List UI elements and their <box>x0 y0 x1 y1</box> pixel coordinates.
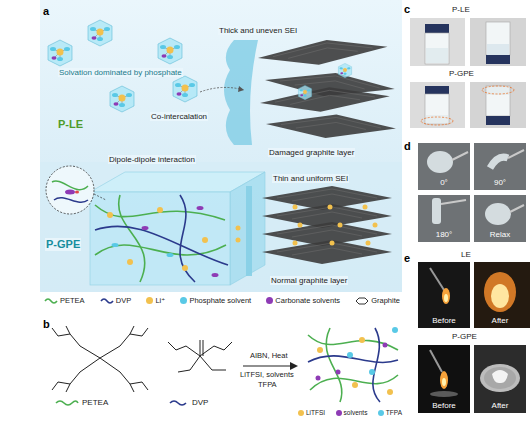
annotation-text: DVP <box>192 398 208 407</box>
legend-sample <box>100 297 114 305</box>
legend-text: Phosphate solvent <box>189 296 251 305</box>
annotation-text: AIBN, Heat <box>250 352 288 361</box>
legend-item: solvents <box>336 409 368 416</box>
photo-caption: 90° <box>474 179 526 188</box>
legend-text: solvents <box>344 409 368 416</box>
panel-label: c <box>404 3 410 16</box>
panel-label: e <box>404 252 410 265</box>
panel-label: d <box>404 140 411 153</box>
legend-text: TFPA <box>386 409 402 416</box>
panel-label: a <box>43 5 49 18</box>
legend-text: LiTFSI <box>306 409 325 416</box>
legend-item: TFPA <box>378 409 402 416</box>
annotation-text: Damaged graphite layer <box>268 148 355 157</box>
legend-item: Carbonate solvents <box>266 296 340 305</box>
annotation-text: P-GPE <box>449 69 474 78</box>
legend-sample <box>355 297 369 305</box>
annotation-text: Dipole-dipole interaction <box>108 155 196 164</box>
legend-text: DVP <box>116 296 131 305</box>
annotation-text: TFPA <box>258 381 277 390</box>
annotation-text: P-GPE <box>452 332 477 341</box>
photo-panel: After <box>474 262 526 328</box>
legend-text: Li⁺ <box>155 296 165 305</box>
annotation-text: Solvation dominated by phosphate <box>58 68 183 77</box>
legend-swatch <box>378 410 384 416</box>
photo-caption: After <box>474 317 526 326</box>
panel-label: P-GPE <box>45 238 81 251</box>
legend-text: Carbonate solvents <box>275 296 340 305</box>
legend-item: LiTFSI <box>298 409 325 416</box>
annotation-text: Normal graphite layer <box>270 276 348 285</box>
legend-text: PETEA <box>60 296 85 305</box>
legend-swatch <box>336 410 342 416</box>
photo-panel: Relax <box>474 195 526 242</box>
annotation-text: Co-intercalation <box>150 112 208 121</box>
legend-text: Graphite <box>371 296 400 305</box>
annotation-text: PETEA <box>82 398 108 407</box>
annotation-text: P-LE <box>452 5 470 14</box>
annotation-text: Thin and uniform SEI <box>272 174 349 183</box>
photo-panel: 180° <box>418 195 470 242</box>
photo-caption: 0° <box>418 179 470 188</box>
legend-item: Phosphate solvent <box>180 296 251 305</box>
legend-swatch <box>266 297 273 304</box>
annotation-text: LiTFSI, solvents <box>240 371 294 380</box>
legend-item: Graphite <box>355 296 400 305</box>
photo-panel: Before <box>418 262 470 328</box>
legend-swatch <box>298 410 304 416</box>
panel-label: P-LE <box>58 118 83 131</box>
photo-panel: 0° <box>418 143 470 190</box>
legend-item: DVP <box>100 296 131 305</box>
photo-caption: Before <box>418 402 470 411</box>
legend-item: PETEA <box>44 296 85 305</box>
photo-panel: 90° <box>474 143 526 190</box>
photo-caption: 180° <box>418 231 470 240</box>
legend-item: Li⁺ <box>146 296 165 305</box>
photo-caption: Before <box>418 317 470 326</box>
legend-swatch <box>146 297 153 304</box>
legend: PETEA DVP Li⁺ Phosphate solvent Carbonate so… <box>44 296 400 305</box>
legend: LiTFSI solvents TFPA <box>298 409 402 416</box>
photo-panel: After <box>474 345 526 413</box>
annotation-text: Thick and uneven SEI <box>218 26 298 35</box>
panel-label: b <box>43 318 50 331</box>
photo-panel: Before <box>418 345 470 413</box>
annotation-text: LE <box>461 250 471 259</box>
legend-sample <box>44 297 58 305</box>
legend-swatch <box>180 297 187 304</box>
photo-caption: Relax <box>474 231 526 240</box>
photo-caption: After <box>474 402 526 411</box>
